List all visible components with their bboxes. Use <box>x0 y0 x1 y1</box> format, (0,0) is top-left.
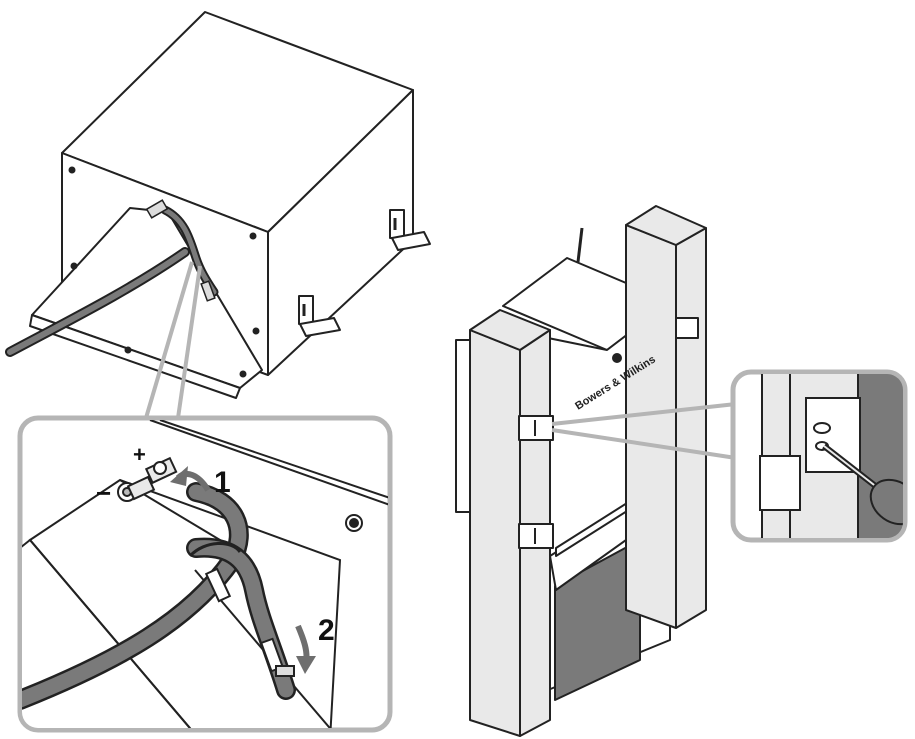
callout-connector-left <box>144 261 202 419</box>
mounting-bracket-rear <box>389 209 431 251</box>
subwoofer-enclosure <box>29 11 431 399</box>
screwdriver-handle <box>869 478 903 526</box>
enclosure-ramp-side <box>29 314 241 399</box>
stud-right-front <box>625 224 677 629</box>
label-step-2: 2 <box>318 614 335 647</box>
in-wall-installation <box>455 205 707 737</box>
mounting-bracket-front <box>298 295 341 337</box>
stud-left-front <box>469 329 521 737</box>
cabinet-badge <box>612 353 622 363</box>
stud-left-top <box>469 309 551 351</box>
callout-connector-right <box>551 402 737 460</box>
detail-callout-screw <box>730 369 908 543</box>
arrow-step-1 <box>170 466 211 492</box>
terminal-overview <box>145 199 216 302</box>
arrow-step-2 <box>295 624 316 674</box>
lower-cable-connector <box>204 567 295 677</box>
stud-brackets <box>518 317 699 549</box>
detail-callout-wiring: + − 1 2 <box>17 415 393 733</box>
cable-clip-strap <box>188 542 242 558</box>
cable-top-exit <box>576 227 584 263</box>
label-step-1: 1 <box>214 466 231 499</box>
binding-post-terminal <box>117 456 178 502</box>
label-plus: + <box>133 442 146 467</box>
cabinet-grille <box>554 539 641 701</box>
enclosure-screws <box>68 166 260 378</box>
label-minus: − <box>96 478 111 508</box>
stud-right-top <box>625 205 707 246</box>
stud-right-side <box>675 227 707 629</box>
